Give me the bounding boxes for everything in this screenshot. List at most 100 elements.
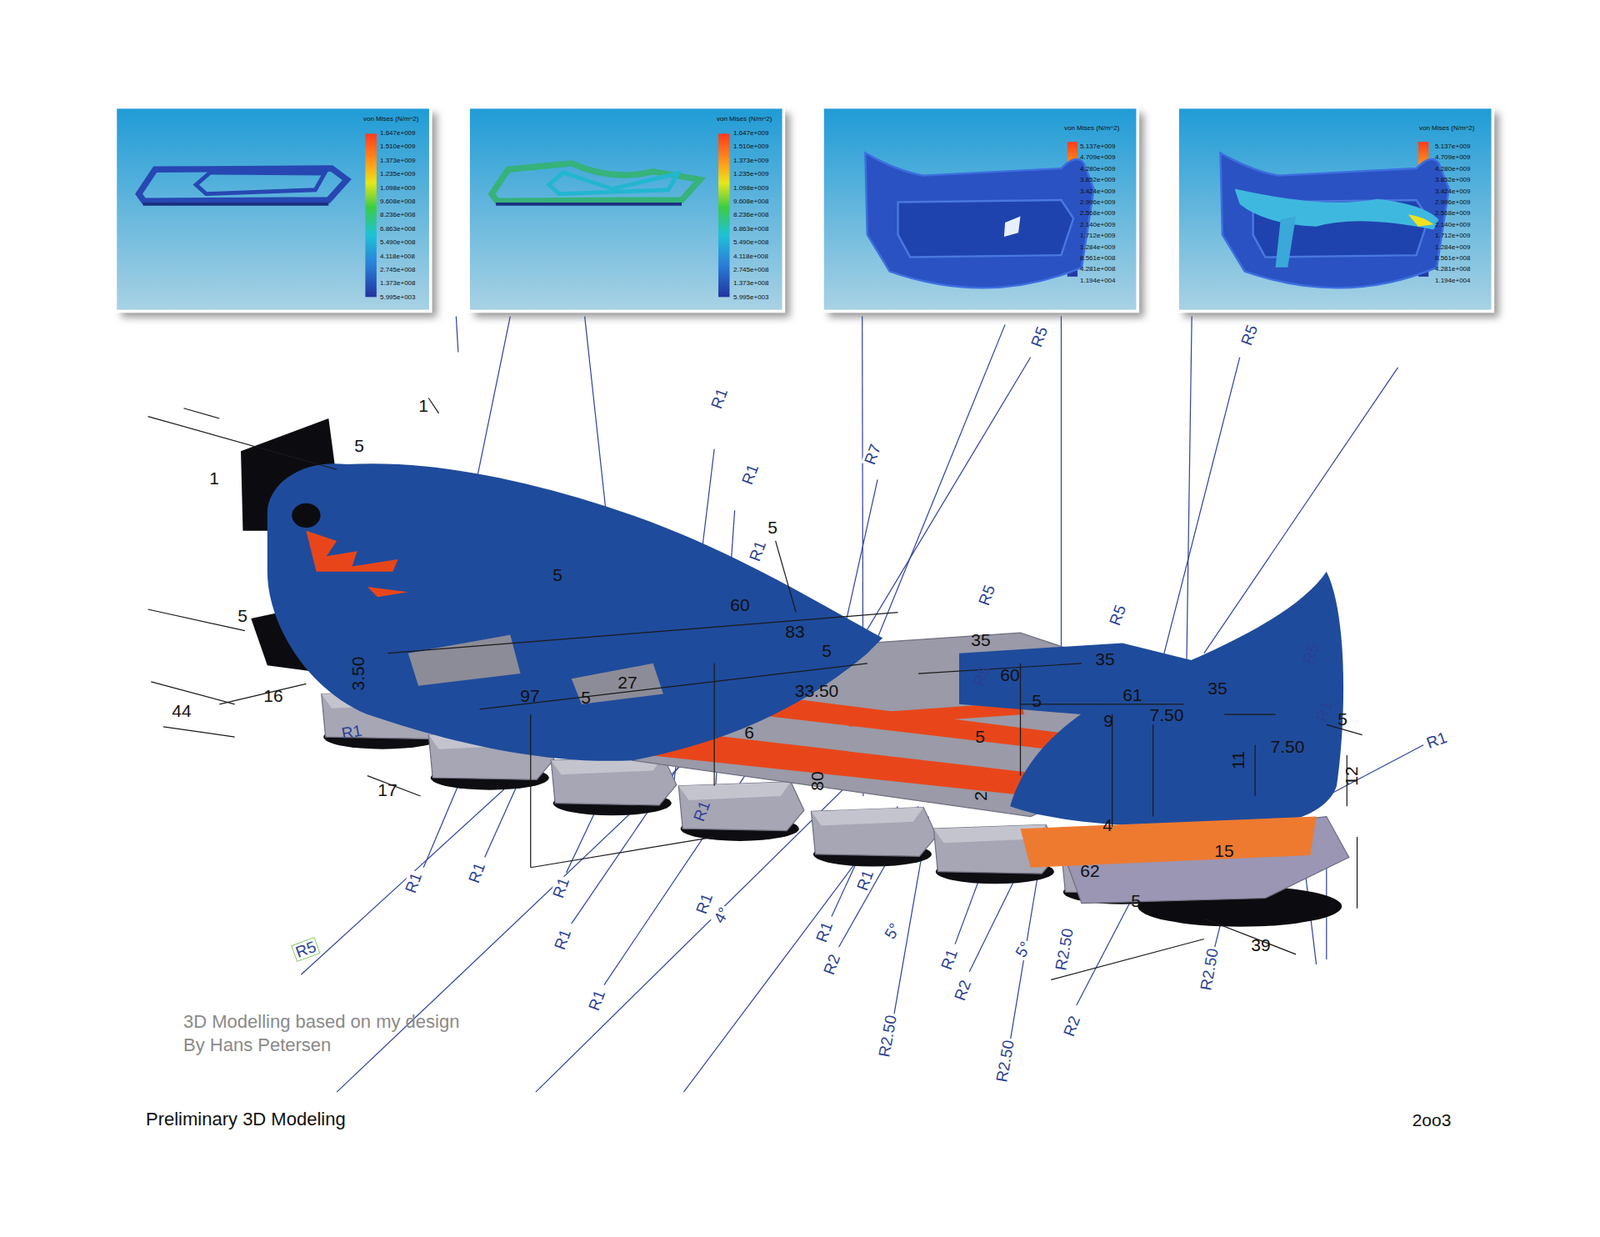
dimension-lines [148, 398, 1363, 980]
legend-value: 1.235e+009 [733, 170, 770, 178]
fea-panel: von Mises (N/m^2)5.137e+0094.709e+0094.2… [822, 107, 1138, 312]
dimension: 44 [171, 701, 191, 720]
fea-shell-3 [865, 153, 1094, 289]
radius-callout: R1 [401, 868, 425, 896]
radius-callout: R1 [692, 889, 716, 917]
dimension: 7.50 [1270, 737, 1305, 755]
radius-callout: R5 [1105, 600, 1130, 629]
fea-frame-2 [491, 163, 700, 205]
dimension: 2 [971, 790, 990, 801]
radius-callout: R2 [820, 950, 844, 978]
legend-value: 3.852e+009 [1080, 175, 1116, 184]
dimension: 60 [1000, 665, 1020, 684]
legend-value: 2.140e+009 [1435, 220, 1471, 229]
radius-callout: R2.50 [1052, 925, 1076, 973]
legend-value: 4.709e+009 [1435, 153, 1471, 161]
radius-callout: R2 [950, 975, 975, 1004]
dimension: 5 [767, 518, 778, 536]
dimension: 5 [1031, 691, 1042, 710]
legend-value: 9.608e+008 [380, 197, 416, 205]
radius-callout: R1 [1422, 728, 1450, 752]
fea-panel: von Mises (N/m^2) 1.647e+009 1.510e+009 1.3… [468, 107, 784, 312]
radius-callout: 4° [710, 903, 734, 928]
legend-value: 1.194e+004 [1435, 276, 1471, 285]
legend-value: 8.561e+008 [1435, 254, 1471, 262]
dimension: 9 [1103, 711, 1114, 730]
credit-caption: 3D Modelling based on my design By Hans … [183, 1010, 471, 1056]
radius-callout: R1 [853, 865, 877, 894]
legend-value: 8.236e+008 [733, 210, 770, 219]
radius-callout: R5 [1237, 320, 1261, 349]
dimension: 3.50 [349, 656, 367, 691]
radius-callout: 5° [1011, 937, 1035, 962]
fea-panel: von Mises (N/m^2)5.137e+0094.709e+0094.2… [1177, 107, 1493, 312]
legend-value: 5.490e+008 [733, 238, 770, 246]
legend-value: 1.510e+009 [733, 142, 770, 150]
radius-callout: R1 [465, 858, 489, 886]
dimension: 27 [617, 673, 637, 691]
radius-callout: R2.50 [993, 1036, 1017, 1085]
legend-title: von Mises (N/m^2) [716, 115, 772, 123]
legend-value: 2.140e+009 [1080, 220, 1116, 229]
legend-value: 1.647e+009 [733, 129, 770, 137]
fea-frame-1 [139, 168, 348, 205]
legend-value: 2.745e+008 [733, 265, 770, 274]
dimension: 5 [975, 727, 985, 745]
dimension: 60 [730, 595, 750, 614]
legend-value: 6.863e+008 [733, 225, 770, 233]
dimension: 80 [808, 770, 826, 790]
radius-callout: 5° [880, 919, 905, 944]
legend-value: 3.424e+009 [1080, 187, 1116, 195]
radius-callout: R1 [937, 945, 961, 973]
dimension: 7.50 [1150, 705, 1185, 724]
radius-callout: R7 [860, 440, 885, 468]
legend-value: 1.098e+009 [733, 184, 770, 192]
legend-value: 5.490e+008 [380, 238, 416, 246]
legend-value: 4.118e+008 [380, 252, 415, 260]
legend-value: 1.098e+009 [380, 184, 416, 192]
dimension: 1 [418, 396, 429, 415]
radius-callout: R2.50 [1197, 945, 1221, 993]
dimension: 5 [1337, 710, 1348, 728]
radius-callout: R5 [1027, 322, 1051, 350]
legend-value: 4.280e+009 [1435, 165, 1471, 173]
dimension: 11 [1229, 750, 1247, 770]
heel-boot [267, 463, 883, 761]
dimension: 35 [1095, 650, 1115, 668]
legend-value: 1.235e+009 [380, 170, 416, 178]
radius-callout: R1 [745, 536, 770, 565]
toe-boot [959, 571, 1344, 868]
radius-callout: R5 [975, 580, 999, 609]
dimension: 5 [237, 606, 248, 625]
dimension: 17 [377, 780, 397, 799]
legend-value: 1.373e+009 [380, 156, 416, 165]
legend-value: 1.373e+008 [380, 279, 416, 287]
legend-value: 1.373e+008 [733, 279, 770, 287]
dimension: 1 [209, 469, 220, 487]
legend-value: 4.280e+009 [1080, 165, 1116, 173]
legend-value: 6.863e+008 [380, 225, 416, 233]
radius-callout: R2 [1060, 1011, 1084, 1040]
legend-value: 1.284e+009 [1080, 243, 1116, 251]
dimension: 62 [1080, 861, 1100, 880]
legend-value: 2.568e+009 [1080, 209, 1116, 217]
legend-value: 2.996e+009 [1435, 198, 1471, 206]
legend-value: 9.608e+008 [733, 197, 770, 205]
radius-callout: R5 [290, 936, 321, 962]
radius-callout: R1 [549, 873, 573, 901]
legend-value: 5.137e+009 [1435, 142, 1471, 150]
legend-value: 4.118e+008 [733, 252, 769, 260]
dimension: 35 [1207, 679, 1227, 697]
legend-title: von Mises (N/m^2) [363, 115, 419, 123]
radius-callout: R1 [585, 985, 609, 1014]
legend-value: 3.424e+009 [1435, 187, 1471, 195]
legend-value: 1.712e+009 [1080, 231, 1116, 240]
legend-value: 4.709e+009 [1080, 153, 1116, 161]
dimension: 5 [552, 565, 563, 584]
legend-value: 8.561e+008 [1080, 254, 1116, 262]
legend-value: 1.647e+009 [380, 129, 416, 137]
legend-value: 2.745e+008 [380, 265, 416, 274]
dimension: 5 [580, 688, 591, 706]
legend-value: 1.373e+009 [733, 156, 770, 165]
